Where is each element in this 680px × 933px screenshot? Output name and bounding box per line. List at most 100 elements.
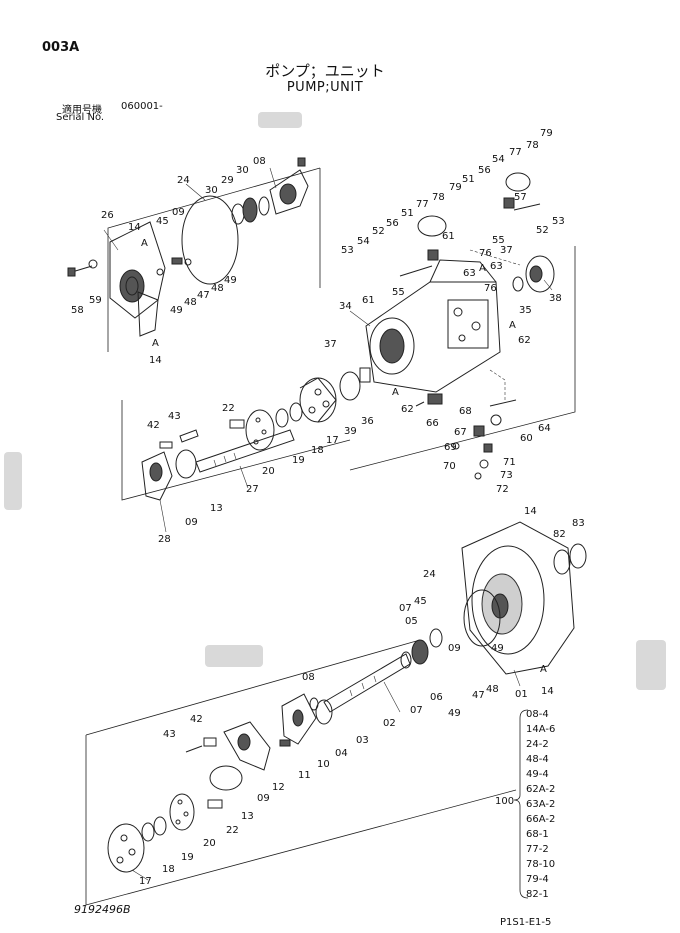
- ring-04: [309, 697, 319, 711]
- callout: 09: [257, 793, 270, 804]
- retainer-plate-20-front: [169, 793, 195, 831]
- callout: 13: [210, 503, 223, 514]
- ring-07-b: [400, 651, 412, 669]
- swash-plate-13-front: [209, 765, 243, 791]
- drive-shaft-27: [195, 429, 295, 473]
- small-fittings-47-48-49: [156, 257, 192, 276]
- ring-19: [275, 408, 289, 428]
- callout: 30: [236, 165, 249, 176]
- ring-07: [429, 628, 443, 648]
- piston-43-42: [159, 429, 199, 449]
- kit-item: 63A-2: [526, 799, 555, 810]
- callout: 19: [292, 455, 305, 466]
- callout: 72: [496, 484, 509, 495]
- callout: 43: [163, 729, 176, 740]
- document-number: 9192496B: [74, 903, 131, 916]
- callout: 38: [549, 293, 562, 304]
- cylinder-block-17: [299, 377, 337, 423]
- callout: 14: [524, 506, 537, 517]
- kit-item: 08-4: [526, 709, 549, 720]
- pin-22: [229, 419, 245, 429]
- callout: 67: [454, 427, 467, 438]
- serial-label: Serial No.: [56, 112, 105, 123]
- callout: 48: [184, 297, 197, 308]
- callout: 51: [401, 208, 414, 219]
- bolt-11: [279, 739, 291, 747]
- assembly-frame-lines: [85, 167, 576, 906]
- callout: 17: [139, 876, 152, 887]
- callout: 08: [253, 156, 266, 167]
- serial-label-japanese: 適用号機: [62, 105, 102, 116]
- callout: 78: [526, 140, 539, 151]
- ring-18-front: [141, 822, 155, 842]
- callout: 48: [486, 684, 499, 695]
- callout: 35: [519, 305, 532, 316]
- callout: 08: [302, 672, 315, 683]
- callout: 22: [222, 403, 235, 414]
- callout: A: [152, 338, 159, 349]
- callout: 14: [541, 686, 554, 697]
- callout: 49: [170, 305, 183, 316]
- callout: 55: [392, 287, 405, 298]
- callout: 12: [272, 782, 285, 793]
- callout: 45: [156, 216, 169, 227]
- callout: 19: [181, 852, 194, 863]
- seal-rings-29-30: [231, 196, 270, 225]
- callout: 36: [361, 416, 374, 427]
- callout: 42: [147, 420, 160, 431]
- callout: 61: [442, 231, 455, 242]
- callout: 17: [326, 435, 339, 446]
- watermark-blur: [205, 645, 263, 667]
- kit-item: 82-1: [526, 889, 549, 900]
- valve-parts-51-56: [399, 172, 541, 277]
- plate-10: [281, 693, 317, 745]
- callout: 06: [430, 692, 443, 703]
- callout: 05: [405, 616, 418, 627]
- kit-item: 48-4: [526, 754, 549, 765]
- callout: 30: [205, 185, 218, 196]
- callout: 52: [536, 225, 549, 236]
- support-12: [223, 721, 271, 771]
- pin-22-front: [207, 799, 223, 809]
- callout: 11: [298, 770, 311, 781]
- plug-10: [297, 157, 306, 167]
- page-reference: P1S1-E1-5: [500, 917, 552, 928]
- watermark-blur: [4, 452, 22, 510]
- main-shaft-02: [323, 653, 411, 713]
- callout: 22: [226, 825, 239, 836]
- callout: 82: [553, 529, 566, 540]
- callouts: 79 77 78 54 56 57 53 52 51 55 79 78 77 5…: [71, 128, 585, 887]
- kit-item: 79-4: [526, 874, 549, 885]
- valve-housing-34: [365, 259, 501, 393]
- callout: 39: [344, 426, 357, 437]
- callout: 09: [172, 207, 185, 218]
- cylinder-block-17-front: [107, 823, 145, 873]
- callout: 02: [383, 718, 396, 729]
- callout: 57: [514, 192, 527, 203]
- collar-03: [315, 699, 333, 725]
- support-28: [141, 451, 173, 501]
- leader-lines: [103, 167, 553, 881]
- callout: 62: [401, 404, 414, 415]
- callout: 45: [414, 596, 427, 607]
- kit-item: 62A-2: [526, 784, 555, 795]
- callout: 71: [503, 457, 516, 468]
- callout: 09: [448, 643, 461, 654]
- kit-item: 68-1: [526, 829, 549, 840]
- callout: 69: [444, 442, 457, 453]
- bolt-58: [67, 265, 93, 277]
- callout: 01: [515, 689, 528, 700]
- bearing-39: [339, 371, 361, 401]
- kit-item: 49-4: [526, 769, 549, 780]
- swash-plate-13: [175, 449, 197, 479]
- callout: 49: [448, 708, 461, 719]
- kit-number: 100: [495, 796, 514, 807]
- callout: 13: [241, 811, 254, 822]
- callout: 64: [538, 423, 551, 434]
- kit-item: 14A-6: [526, 724, 555, 735]
- callout: 03: [356, 735, 369, 746]
- callout: 66: [426, 418, 439, 429]
- callout: 59: [89, 295, 102, 306]
- callout: 53: [552, 216, 565, 227]
- piston-42-43-front: [185, 737, 217, 753]
